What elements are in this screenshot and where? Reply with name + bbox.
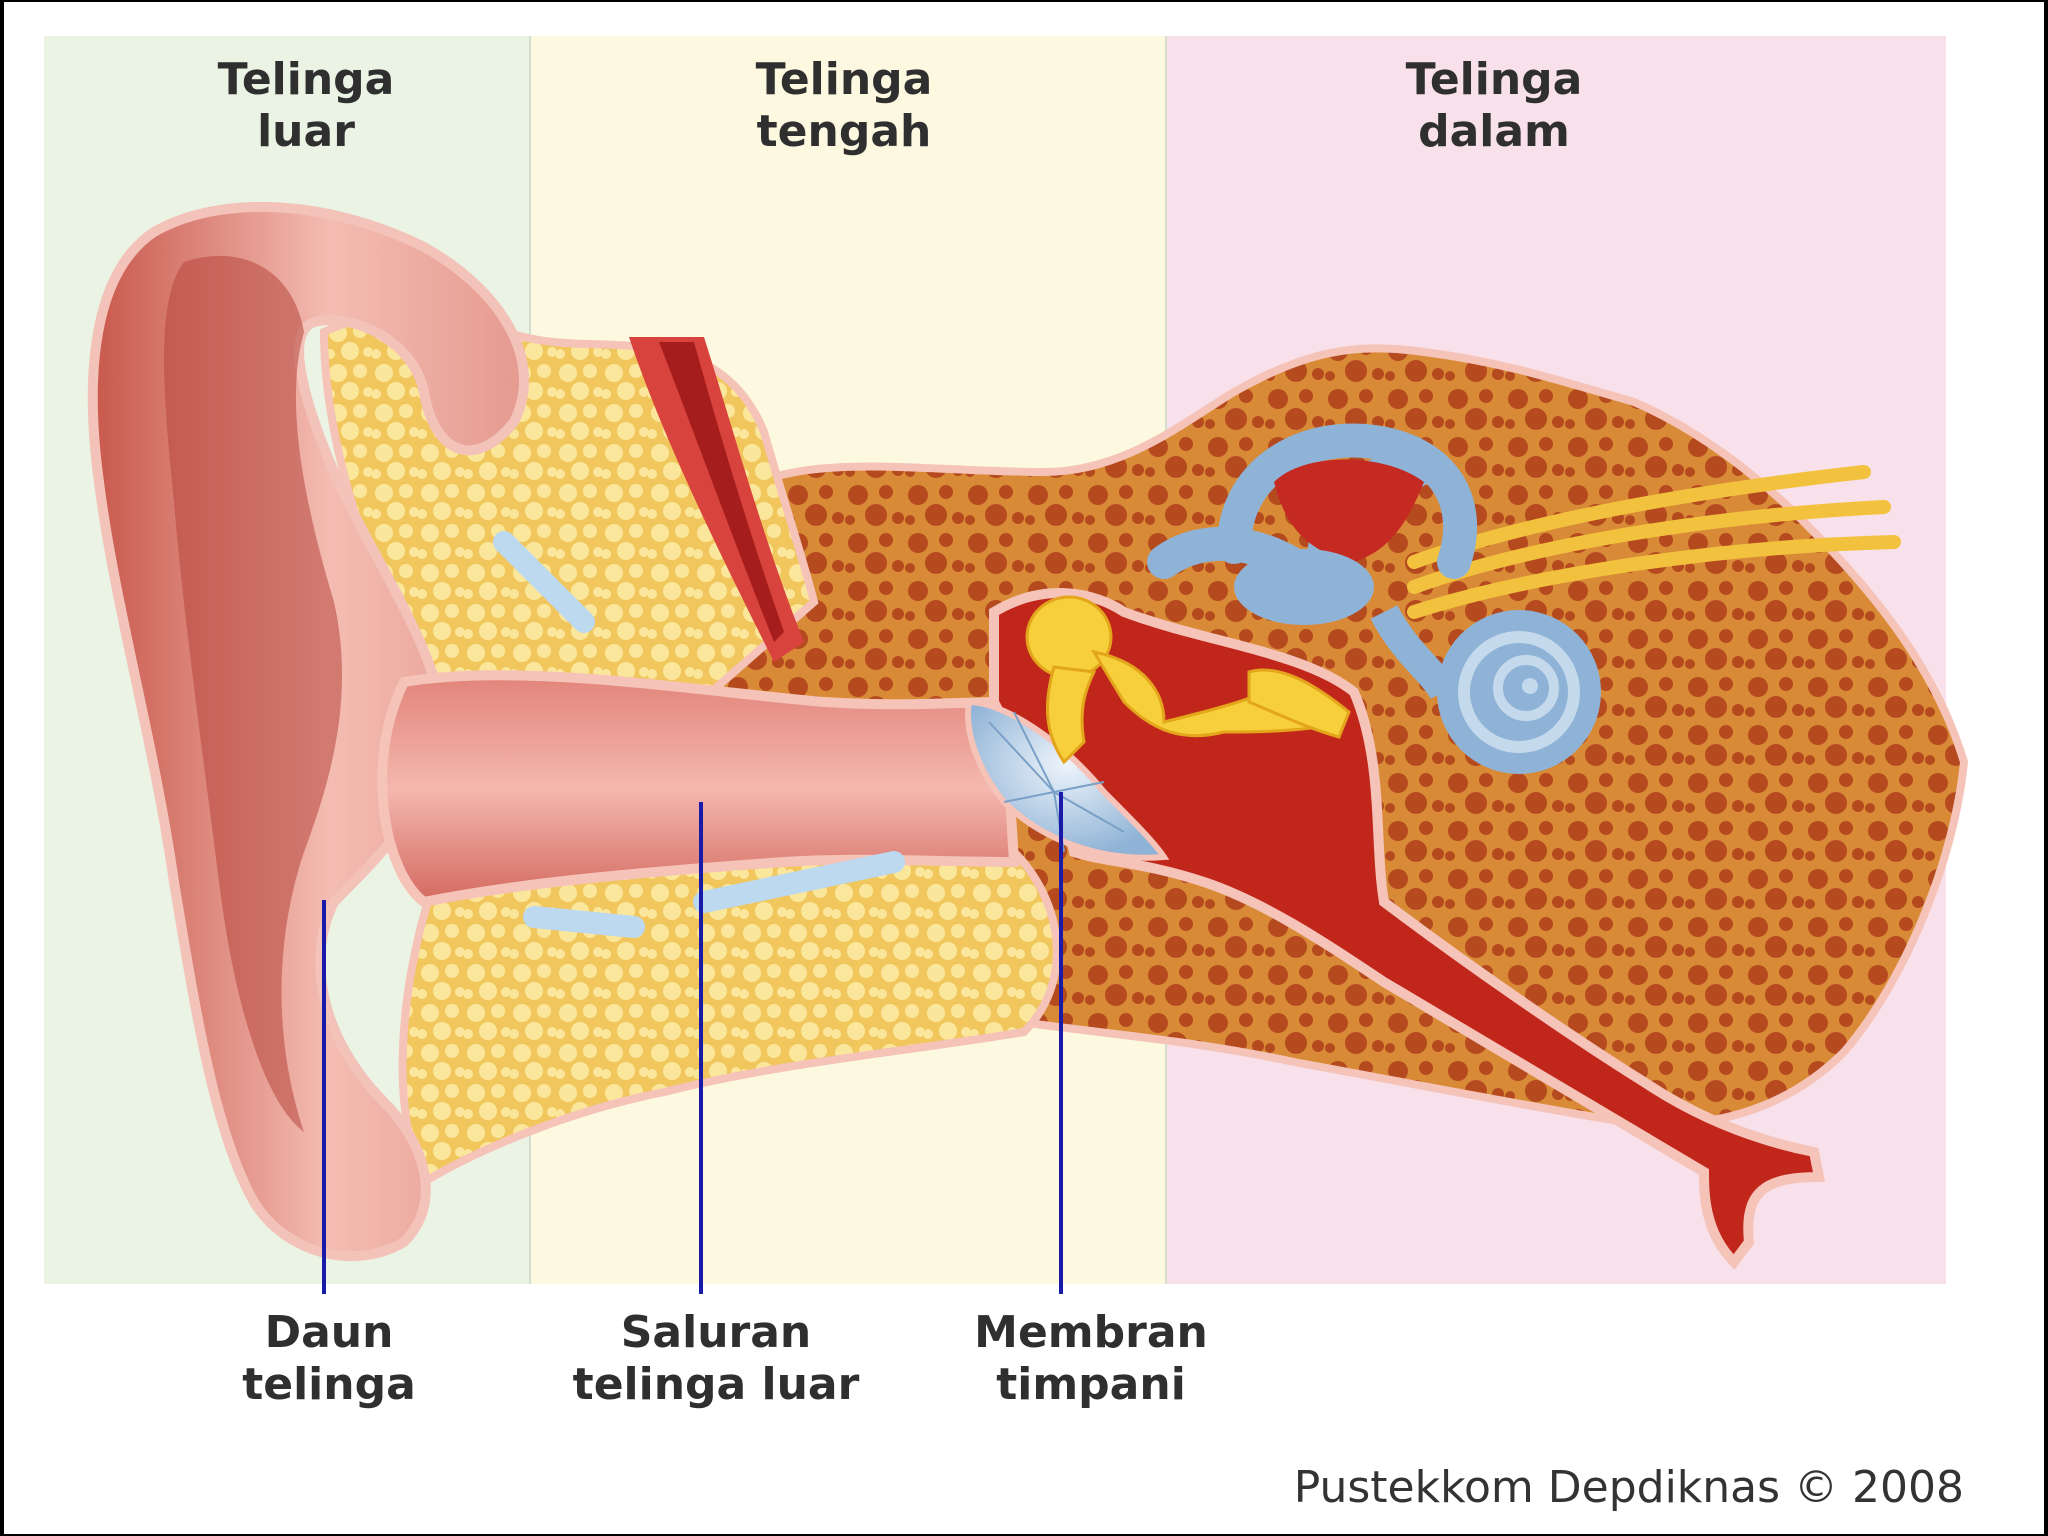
ear-anatomy-illustration (87, 201, 1969, 1294)
tympanic-membrane (965, 698, 1170, 861)
tympanic-cavity (989, 588, 1826, 1270)
outer-ear-label: Telinga luar (217, 54, 395, 157)
pinna-caption: Daun telinga (242, 1307, 416, 1410)
ossicles (1025, 595, 1351, 765)
middle-ear-label: Telinga tengah (755, 54, 933, 157)
diagram-canvas: Telinga luar Telinga tengah Telinga dala… (4, 2, 2044, 1534)
cochlea (1370, 604, 1601, 774)
ear-canal-caption: Saluran telinga luar (572, 1307, 860, 1410)
inner-ear-label: Telinga dalam (1405, 54, 1583, 157)
copyright-credit: Pustekkom Depdiknas © 2008 (1293, 1462, 1964, 1513)
eardrum-caption: Membran timpani (974, 1307, 1208, 1410)
